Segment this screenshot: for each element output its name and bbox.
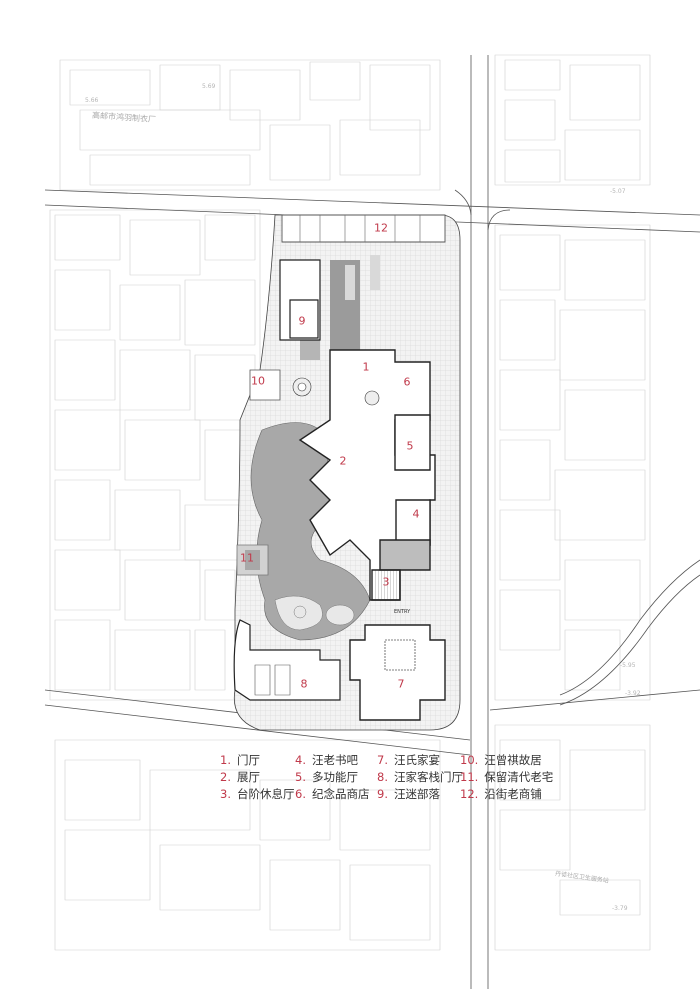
room-label-3: 3 — [382, 575, 390, 589]
elevation-label: -5.95 — [620, 662, 636, 669]
room-label-8: 8 — [300, 677, 308, 691]
room-label-11: 11 — [240, 551, 254, 565]
room-label-2: 2 — [339, 454, 347, 468]
room-label-5: 5 — [406, 439, 414, 453]
room-label-12: 12 — [374, 221, 388, 235]
museum-building — [298, 349, 446, 721]
entry-marker: ENTRY — [394, 609, 411, 615]
elevation-label: -5.07 — [610, 188, 626, 195]
elevation-label: -3.92 — [625, 690, 641, 697]
room-label-4: 4 — [412, 507, 420, 521]
room-label-6: 6 — [403, 375, 411, 389]
room-label-1: 1 — [362, 360, 370, 374]
room-label-10: 10 — [251, 374, 265, 388]
room-label-7: 7 — [397, 677, 405, 691]
elevation-label: 5.69 — [202, 83, 216, 90]
spiral-stairs — [292, 377, 380, 406]
elevation-label: -3.79 — [612, 905, 628, 912]
ancillary-buildings — [233, 214, 446, 701]
elevation-label: 5.66 — [85, 97, 99, 104]
context-buildings — [49, 54, 651, 951]
room-label-9: 9 — [298, 314, 306, 328]
